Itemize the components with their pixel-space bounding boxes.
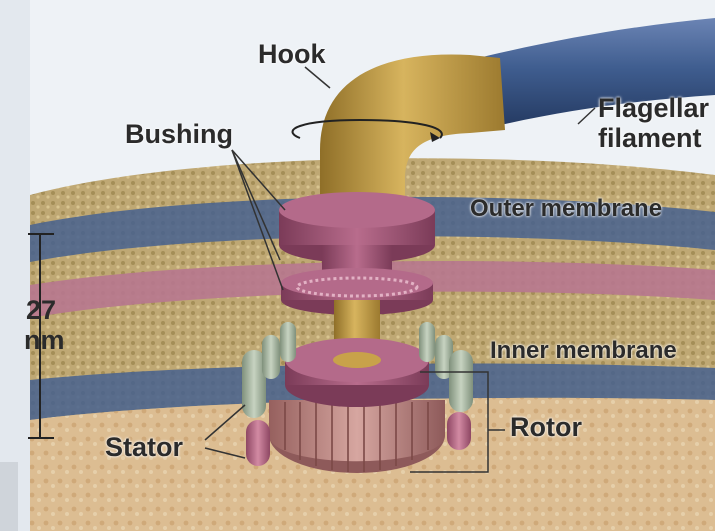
bushing-label: Bushing	[125, 120, 233, 148]
hook-label: Hook	[258, 40, 326, 68]
outer-membrane-label: Outer membrane	[470, 196, 662, 221]
scale-unit-label: nm	[24, 326, 65, 354]
rotor-ring	[269, 397, 445, 473]
inner-membrane-label: Inner membrane	[490, 338, 677, 363]
flagellar-filament-label-line1: Flagellar	[598, 94, 709, 122]
rotor-label: Rotor	[510, 413, 582, 441]
stator-label: Stator	[105, 433, 183, 461]
flagellar-filament-label-line2: filament	[598, 124, 702, 152]
scale-value-label: 27	[26, 296, 56, 324]
